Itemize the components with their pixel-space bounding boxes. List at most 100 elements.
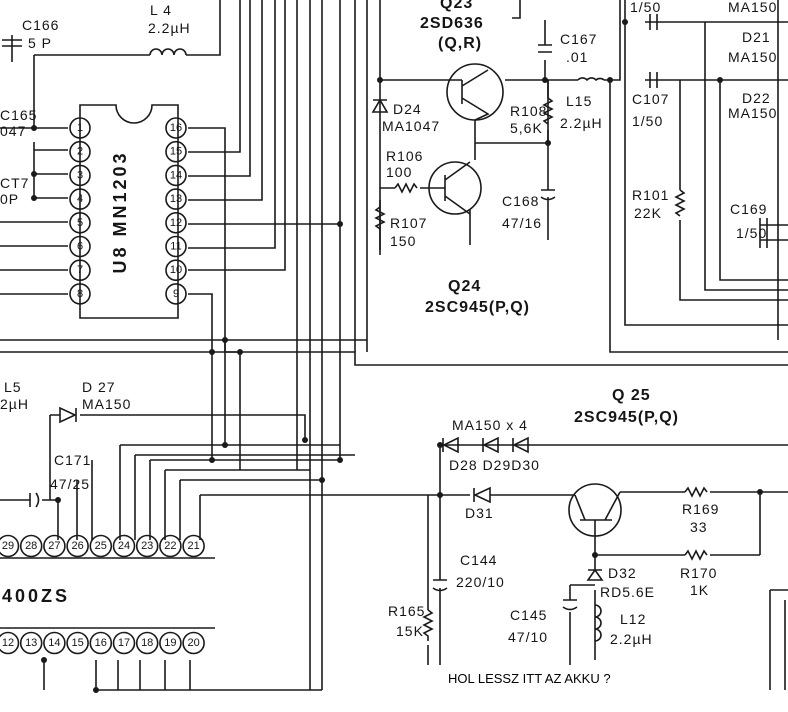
ic-u8-pin-16-label: 16 [170, 122, 182, 134]
c144-capacitor [432, 579, 448, 598]
l5-name: L5 [4, 379, 22, 395]
l5-value: 2µH [0, 396, 29, 412]
ic2-pin-28-label: 28 [25, 540, 37, 552]
ic-u8-pin-10-label: 10 [170, 264, 182, 276]
ic2-pin-19: 19 [159, 631, 182, 655]
c167-value: .01 [566, 49, 588, 65]
ic-u8-pin-12-label: 12 [170, 217, 182, 229]
junction-dots [31, 19, 763, 693]
top-cap-value: 1/50 [630, 0, 661, 15]
c171-name: C171 [54, 452, 91, 468]
c145-name: C145 [510, 607, 547, 623]
r101-value: 22K [634, 205, 662, 221]
l4-inductor [149, 48, 187, 56]
c107-value: 1/50 [632, 113, 663, 129]
ic-u8: U8 MN1203 [79, 104, 179, 319]
ic2-pin-21: 21 [182, 534, 205, 558]
d24-diode [371, 98, 389, 113]
d24-type: MA1047 [382, 118, 440, 134]
components [29, 14, 768, 642]
r170-name: R170 [680, 565, 717, 581]
l15-name: L15 [566, 93, 592, 109]
ic-u8-pin-2-label: 2 [77, 146, 83, 158]
ic2-pin-18-label: 18 [141, 637, 153, 649]
battery-question-note: HOL LESSZ ITT AZ AKKU ? [448, 671, 611, 686]
ic-u8-pin-4: 4 [69, 188, 91, 210]
ic-u8-pin-12: 12 [165, 212, 187, 234]
ic-u8-pin-2: 2 [69, 140, 91, 163]
ic-u8-pin-11-label: 11 [170, 241, 181, 253]
r101-name: R101 [632, 187, 669, 203]
ic-u8-pin-16: 16 [165, 117, 187, 139]
c171-value: 47/25 [50, 476, 90, 492]
c171-capacitor [29, 492, 40, 508]
ic-u8-pin-3-label: 3 [77, 169, 83, 181]
r165-name: R165 [388, 603, 425, 619]
ic2-pin-19-label: 19 [164, 637, 176, 649]
ic-u8-pin-6-label: 6 [77, 241, 83, 253]
ic-u8-pin-11: 11 [165, 235, 187, 258]
d30-diode [512, 436, 529, 454]
ic-u8-pin-3: 3 [69, 164, 91, 187]
ic2-pin-13: 13 [19, 631, 43, 655]
ic2-pin-24: 24 [112, 534, 136, 558]
r108-name: R108 [510, 103, 547, 119]
ic2-pin-15-label: 15 [71, 637, 83, 649]
r108-resistor [542, 97, 554, 125]
ic2-pin-22: 22 [159, 534, 182, 558]
c167-name: C167 [560, 31, 597, 47]
ic2-pin-23-label: 23 [141, 540, 153, 552]
q23-type: 2SD636 [420, 15, 484, 32]
ic2-pin-16: 16 [89, 631, 113, 655]
ic-u8-pin-15: 15 [165, 140, 187, 163]
ic2-pin-14: 14 [43, 631, 66, 655]
ic2-pin-27-label: 27 [48, 540, 60, 552]
ic-u8-pin-8-label: 8 [77, 288, 83, 300]
ic-u8-label: U8 MN1203 [110, 150, 130, 273]
ic2-pin-17: 17 [112, 631, 136, 655]
ic2-pin-20: 20 [182, 631, 205, 655]
ic2-pin-20-label: 20 [187, 637, 199, 649]
ic2-pin-17-label: 17 [118, 637, 130, 649]
r108-value: 5,6K [510, 120, 543, 136]
d29-diode [482, 436, 499, 454]
c168-capacitor [540, 189, 556, 210]
d22-type: MA150 [728, 105, 777, 121]
c168-name: C168 [502, 193, 539, 209]
d28-names: D28 D29D30 [449, 457, 540, 473]
c144-name: C144 [460, 552, 497, 568]
c17-value: 0P [0, 191, 19, 207]
c165-value: 047 [0, 123, 26, 139]
c169-name: C169 [730, 201, 767, 217]
ic2-pin-16-label: 16 [95, 637, 107, 649]
l4-name: L 4 [150, 2, 172, 18]
r107-name: R107 [390, 215, 427, 231]
c107-name: C107 [632, 91, 669, 107]
r169-resistor [684, 486, 708, 498]
ic2-pin-21-label: 21 [187, 540, 199, 552]
l12-value: 2.2µH [610, 631, 653, 647]
q24-transistor [428, 161, 482, 215]
c169-value: 1/50 [736, 225, 767, 241]
labels: C166 5 P L 4 2.2µH C165 047 CT7 0P Q23 2… [0, 0, 777, 686]
c166-name: C166 [22, 17, 59, 33]
q25-transistor [568, 483, 622, 537]
r170-resistor [684, 549, 708, 561]
c17-name: CT7 [0, 175, 29, 191]
r165-value: 15K [396, 623, 424, 639]
d32-type: RD5.6E [600, 584, 655, 600]
ic2-pin-26-label: 26 [71, 540, 83, 552]
d31-name: D31 [465, 505, 494, 521]
r107-value: 150 [390, 233, 416, 249]
ic2-pin-15: 15 [66, 631, 89, 655]
r169-name: R169 [682, 501, 719, 517]
d21-name: D21 [742, 29, 771, 45]
ic-u8-pin-4-label: 4 [77, 193, 83, 205]
ic2-pin-29-label: 29 [2, 540, 14, 552]
l15-value: 2.2µH [560, 115, 603, 131]
r106-value: 100 [386, 164, 412, 180]
r169-value: 33 [690, 519, 708, 535]
